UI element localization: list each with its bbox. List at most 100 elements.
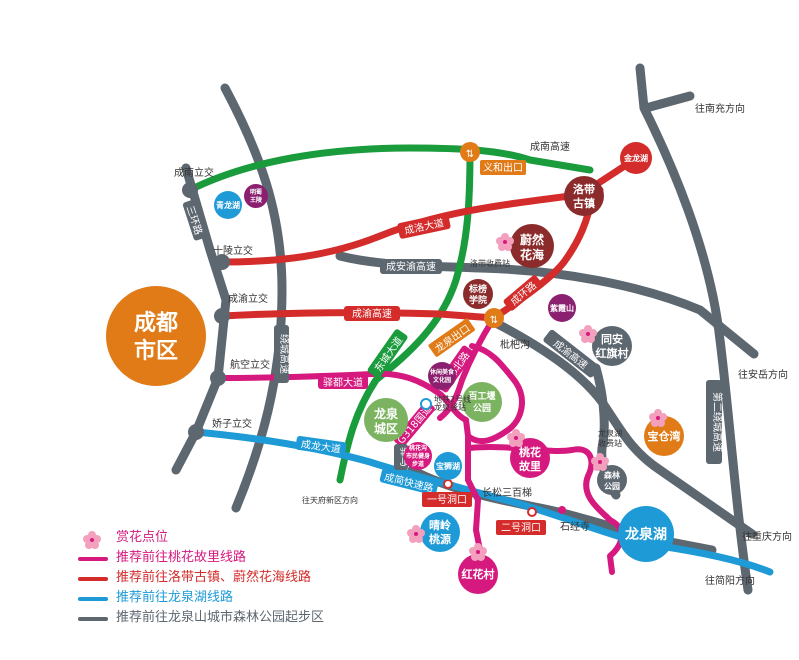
tianfu-direction-label: 往天府新区方向 bbox=[302, 495, 358, 505]
svg-text:绕城高速: 绕城高速 bbox=[278, 334, 291, 374]
flower-icon bbox=[579, 325, 597, 343]
longquanhu-toll-label-1: 龙泉湖 bbox=[598, 428, 622, 438]
honghua-village-bubble: 红花村 bbox=[458, 554, 498, 594]
qinglonghu-bubble: 青龙湖 bbox=[214, 191, 242, 219]
longquanhu-toll-label-2: 收费站 bbox=[598, 438, 622, 448]
svg-text:城区: 城区 bbox=[374, 421, 398, 436]
chengan-highway-label-box: 成安渝高速 bbox=[380, 259, 442, 274]
luodai-town-bubble: 洛带 古镇 bbox=[564, 176, 604, 216]
svg-text:成渝高速: 成渝高速 bbox=[352, 307, 392, 320]
svg-text:二号洞口: 二号洞口 bbox=[501, 522, 541, 534]
svg-text:文化园: 文化园 bbox=[432, 376, 451, 384]
svg-text:红旗村: 红旗村 bbox=[596, 346, 629, 360]
jiaozi-interchange-node bbox=[188, 424, 204, 440]
luodai-toll-label-1: 洛带收费站 bbox=[470, 258, 510, 268]
svg-text:王陵: 王陵 bbox=[250, 196, 263, 204]
legend-flower-label: 赏花点位 bbox=[116, 530, 169, 545]
baoshi-lake-bubble: 宝狮湖 bbox=[434, 452, 462, 480]
mingshu-tomb-bubble: 明蜀 王陵 bbox=[244, 184, 268, 208]
jianyang-direction-label: 往简阳方向 bbox=[705, 574, 755, 587]
svg-text:市区: 市区 bbox=[134, 338, 178, 364]
svg-text:古镇: 古镇 bbox=[573, 196, 595, 210]
baigongdui-park-bubble: 百工堰 公园 bbox=[462, 382, 502, 422]
metro-label-1: 地铁2号线 bbox=[434, 394, 471, 404]
dongcheng-avenue bbox=[336, 148, 474, 484]
legend-red-label: 推荐前往洛带古镇、蔚然花海线路 bbox=[116, 570, 312, 585]
yihe-exit-label: 义和出口 bbox=[480, 160, 526, 175]
hangkong-interchange-label: 航空立交 bbox=[230, 358, 270, 371]
svg-text:休闲美食: 休闲美食 bbox=[429, 368, 455, 376]
pipagou-label: 枇杷沟 bbox=[500, 338, 530, 351]
chengyu-highway-label-box: 成渝高速 bbox=[344, 306, 400, 321]
legend-red-route: 推荐前往洛带古镇、蔚然花海线路 bbox=[78, 568, 408, 588]
svg-text:学院: 学院 bbox=[469, 294, 487, 306]
metro-station-marker bbox=[420, 398, 432, 410]
svg-text:百工堰: 百工堰 bbox=[468, 390, 495, 402]
flower-icon bbox=[407, 525, 425, 543]
svg-text:花海: 花海 bbox=[520, 247, 544, 262]
jiaozi-interchange-label: 娇子立交 bbox=[212, 417, 252, 430]
svg-text:公园: 公园 bbox=[604, 482, 620, 491]
svg-text:成都: 成都 bbox=[134, 311, 178, 336]
qingling-peach-bubble: 晴岭 桃源 bbox=[420, 512, 460, 552]
changsong-label: 长松三百梯 bbox=[482, 486, 532, 499]
flower-icon bbox=[591, 453, 609, 471]
longdu-north-road bbox=[437, 315, 497, 421]
forest-park-bubble: 森林 公园 bbox=[597, 465, 627, 495]
taohua-village-bubble: 桃花 故里 bbox=[510, 438, 550, 478]
shiling-interchange-node bbox=[214, 254, 230, 270]
legend-blue-label: 推荐前往龙泉湖线路 bbox=[116, 590, 234, 605]
hangkong-interchange-node bbox=[210, 370, 226, 386]
weiran-flower-sea-bubble: 蔚然 花海 bbox=[510, 224, 554, 268]
legend-flower: 赏花点位 bbox=[78, 528, 408, 548]
gray-route-swatch bbox=[78, 617, 108, 621]
svg-text:桃花沟: 桃花沟 bbox=[409, 444, 427, 452]
nanchong-direction-road bbox=[641, 91, 695, 113]
chengdu-city-bubble: 成都 市区 bbox=[106, 286, 206, 386]
svg-text:宝仓湾: 宝仓湾 bbox=[648, 429, 681, 443]
flower-icon bbox=[507, 429, 525, 447]
yidu-avenue-label-box: 驿都大道 bbox=[318, 375, 368, 389]
svg-text:龙泉: 龙泉 bbox=[374, 406, 399, 421]
biaobang-college-bubble: 标榜 学院 bbox=[463, 279, 493, 309]
raocheng-highway-label-box: 绕城高速 bbox=[274, 325, 291, 383]
longquan-exit-pin: ⇅ bbox=[484, 308, 504, 328]
yihe-exit-pin: ⇅ bbox=[460, 142, 480, 162]
chenglong-avenue-label-box: 成龙大道 bbox=[295, 435, 347, 457]
flower-markers bbox=[83, 233, 667, 561]
svg-text:金龙湖: 金龙湖 bbox=[623, 153, 648, 163]
svg-text:同安: 同安 bbox=[601, 332, 623, 346]
no1-entrance-label: 一号洞口 bbox=[422, 492, 472, 507]
svg-text:蔚然: 蔚然 bbox=[520, 232, 544, 247]
legend-blue-route: 推荐前往龙泉湖线路 bbox=[78, 588, 408, 608]
svg-text:桃源: 桃源 bbox=[429, 532, 451, 546]
svg-text:步道: 步道 bbox=[412, 460, 424, 468]
flower-icon bbox=[469, 543, 487, 561]
svg-text:义和出口: 义和出口 bbox=[483, 161, 523, 174]
svg-text:明蜀: 明蜀 bbox=[250, 188, 262, 196]
jinlonghu-bubble: 金龙湖 bbox=[620, 142, 652, 174]
svg-text:⇅: ⇅ bbox=[466, 149, 474, 160]
tongan-village-bubble: 同安 红旗村 bbox=[592, 326, 632, 366]
flower-icon bbox=[496, 233, 514, 251]
metro-label-2: 龙泉驿站 bbox=[434, 402, 466, 412]
chengnan-interchange-label: 成南立交 bbox=[174, 166, 214, 179]
map-legend: 赏花点位 推荐前往桃花故里线路 推荐前往洛带古镇、蔚然花海线路 推荐前往龙泉湖线… bbox=[78, 528, 408, 628]
svg-text:桃花: 桃花 bbox=[519, 445, 541, 459]
raocheng-highway bbox=[220, 83, 287, 513]
legend-pink-route: 推荐前往桃花故里线路 bbox=[78, 548, 408, 568]
svg-text:驿都大道: 驿都大道 bbox=[323, 376, 363, 389]
svg-text:紫霞山: 紫霞山 bbox=[550, 303, 574, 313]
svg-text:青龙湖: 青龙湖 bbox=[216, 200, 240, 210]
svg-text:市民健身: 市民健身 bbox=[406, 452, 430, 460]
svg-text:宝狮湖: 宝狮湖 bbox=[436, 461, 460, 471]
chengluo-avenue bbox=[218, 186, 604, 266]
flower-icon bbox=[649, 409, 667, 427]
svg-text:龙泉湖: 龙泉湖 bbox=[624, 526, 667, 543]
flower-icon bbox=[83, 531, 101, 549]
shiling-interchange-label: 十陵立交 bbox=[213, 244, 253, 257]
anyue-direction-label: 往安岳方向 bbox=[738, 368, 788, 381]
red-route-swatch bbox=[78, 577, 108, 581]
legend-gray-label: 推荐前往龙泉山城市森林公园起步区 bbox=[116, 610, 325, 625]
